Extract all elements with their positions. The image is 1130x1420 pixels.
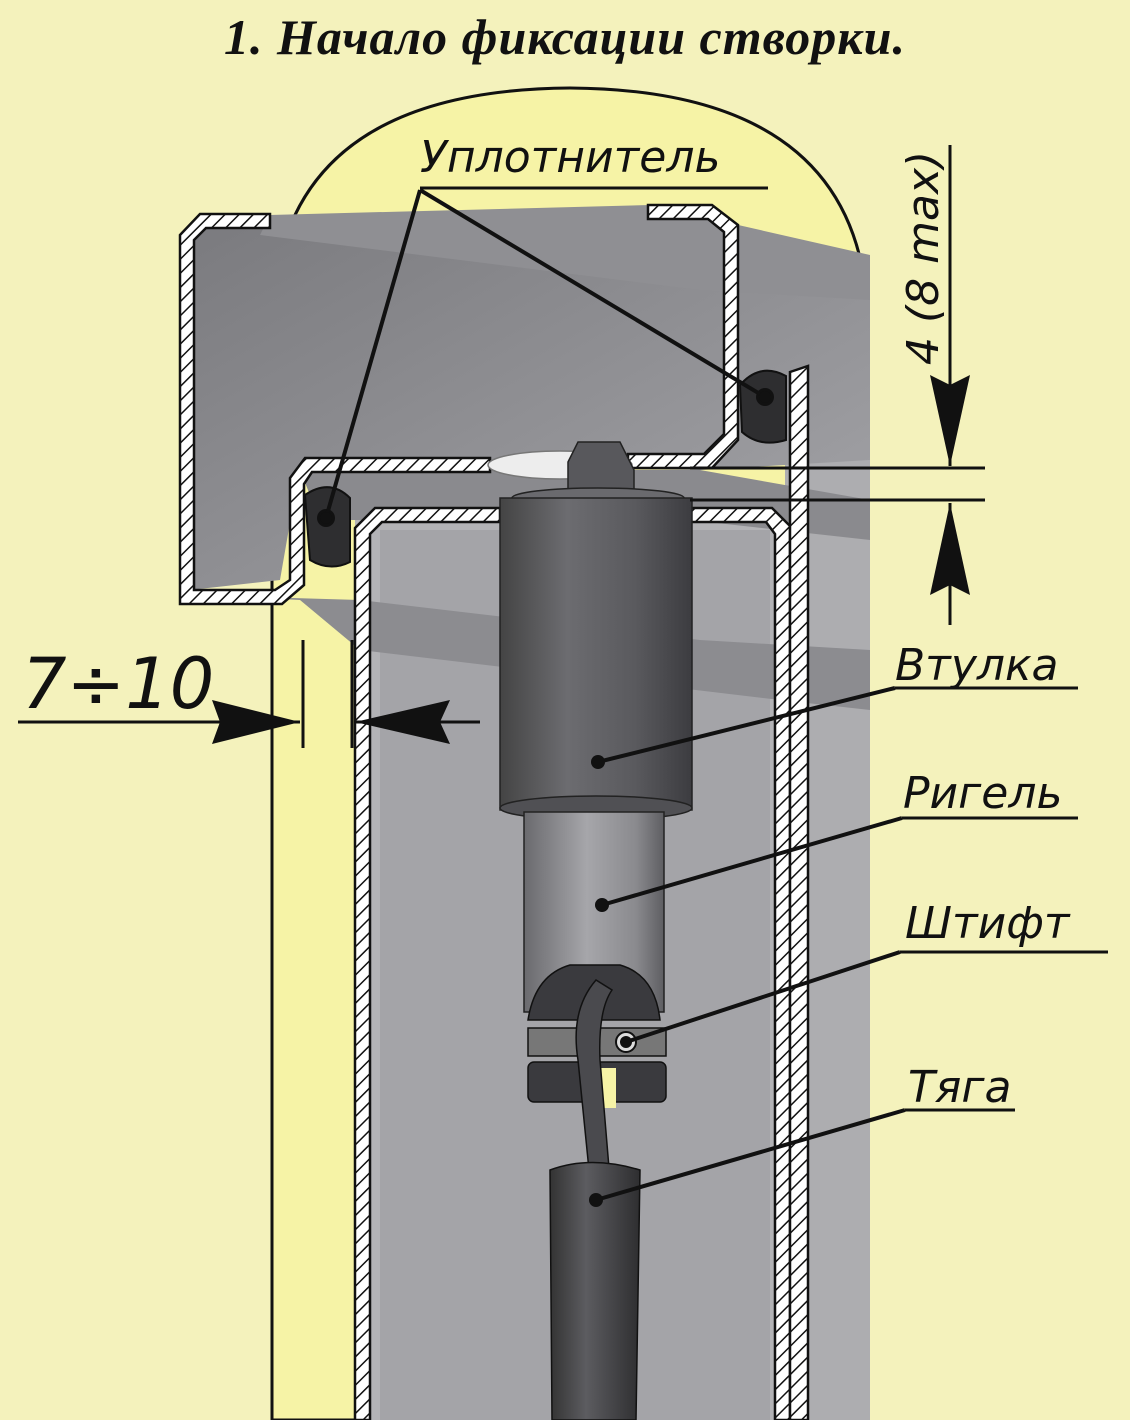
gap-width-label: 7÷10 (22, 643, 214, 725)
frame-profile-right (626, 203, 740, 470)
door-skin-top-right (688, 506, 792, 1420)
bushing-label: Втулка (895, 640, 1059, 691)
beam-top-face (260, 205, 870, 300)
dimension-gap-width: 7÷10 (18, 640, 480, 748)
frame-beam (190, 215, 870, 590)
leader-bushing: Втулка (591, 640, 1078, 769)
seal-label: Уплотнитель (420, 132, 720, 183)
pin-label: Штифт (905, 898, 1071, 949)
seal-right (738, 369, 787, 444)
frame-profile-left (178, 212, 492, 606)
pin-assembly (527, 964, 667, 1181)
seal-left (303, 486, 351, 568)
diagram-title: 1. Начало фиксации створки. (224, 9, 906, 65)
rod-label: Тяга (908, 1062, 1011, 1113)
dimension-gap-height: 4 (8 max) (690, 145, 985, 625)
leader-pin: Штифт (620, 898, 1108, 1048)
door-skin-outer (788, 364, 810, 1420)
leader-seal: Уплотнитель (320, 132, 771, 524)
rod (549, 1161, 641, 1420)
leader-bolt: Ригель (595, 768, 1078, 912)
leader-rod: Тяга (589, 1062, 1015, 1207)
bolt-label: Ригель (903, 768, 1062, 819)
gap-height-label: 4 (8 max) (898, 151, 949, 365)
